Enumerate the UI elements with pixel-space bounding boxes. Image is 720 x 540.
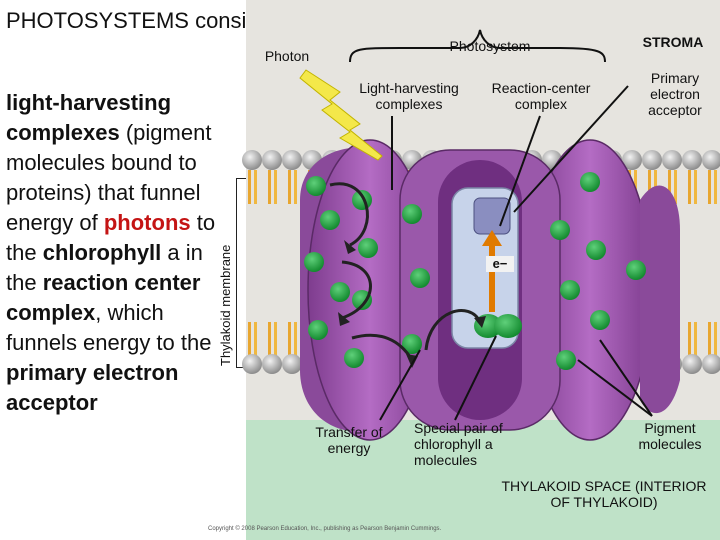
special-pair-label: Special pair of chlorophyll a molecules [414,420,503,468]
lipid-head [682,354,702,374]
desc-to-the: to the [6,210,216,265]
lipid-head [622,150,642,170]
stroma-label: STROMA [642,34,704,50]
pigment-molecule [560,280,580,300]
pigment-molecule [626,260,646,280]
lipid-head [702,150,720,170]
pigment-molecule [556,350,576,370]
thylakoid-space-region [246,420,720,540]
lipid-head [702,354,720,374]
pigment-molecule [410,268,430,288]
chl-a: a [167,240,180,265]
primary-acceptor-label: Primary electron acceptor [648,70,702,118]
photon-bolt [299,69,383,161]
desc-in-the: in the [6,240,203,295]
electron-label: e− [486,256,514,272]
photosystem-protein [300,139,680,441]
lh-complexes-label: Light-harvesting complexes [359,80,459,112]
desc-part-1: (pigment molecules bound to proteins) th… [6,120,212,235]
lipid-head [242,150,262,170]
pigment-molecule [358,238,378,258]
pigment-molecules-label: Pigment molecules [638,420,702,452]
pigment-molecule [402,204,422,224]
pigment-molecule [352,190,372,210]
pea-term: primary electron acceptor [6,360,179,415]
pigment-molecule [304,252,324,272]
rc-complex-label: Reaction-center complex [491,80,591,112]
membrane-bracket [235,178,247,368]
photons-term: photons [103,210,191,235]
lipid-head [282,354,302,374]
pigment-molecule [586,240,606,260]
pigment-molecule [320,210,340,230]
left-description: light-harvesting complexes (pigment mole… [6,88,216,418]
lipid-head [662,150,682,170]
photon-label: Photon [264,48,310,64]
lh-term: light-harvesting complexes [6,90,172,145]
lipid-head [242,354,262,374]
lipid-head [642,150,662,170]
photosystem-label: Photosystem [449,38,531,54]
pigment-molecule [402,334,422,354]
pigment-molecule [308,320,328,340]
pigment-molecule [352,290,372,310]
transfer-energy-label: Transfer of energy [315,424,383,456]
pigment-molecule [306,176,326,196]
electron-arrow [482,230,502,312]
pigment-molecule [580,172,600,192]
reaction-center-term: reaction center complex [6,270,201,325]
pigment-molecule [330,282,350,302]
thylakoid-space-label: THYLAKOID SPACE (INTERIOR OF THYLAKOID) [501,478,707,510]
copyright: Copyright © 2008 Pearson Education, Inc.… [208,526,442,532]
lipid-head [682,150,702,170]
lipid-head [262,354,282,374]
pigment-molecule [344,348,364,368]
lipid-head [282,150,302,170]
chlorophyll-term: chlorophyll [42,240,162,265]
pigment-molecule [590,310,610,330]
lipid-head [262,150,282,170]
pigment-molecule [550,220,570,240]
desc-which: , which funnels energy to the [6,300,212,355]
